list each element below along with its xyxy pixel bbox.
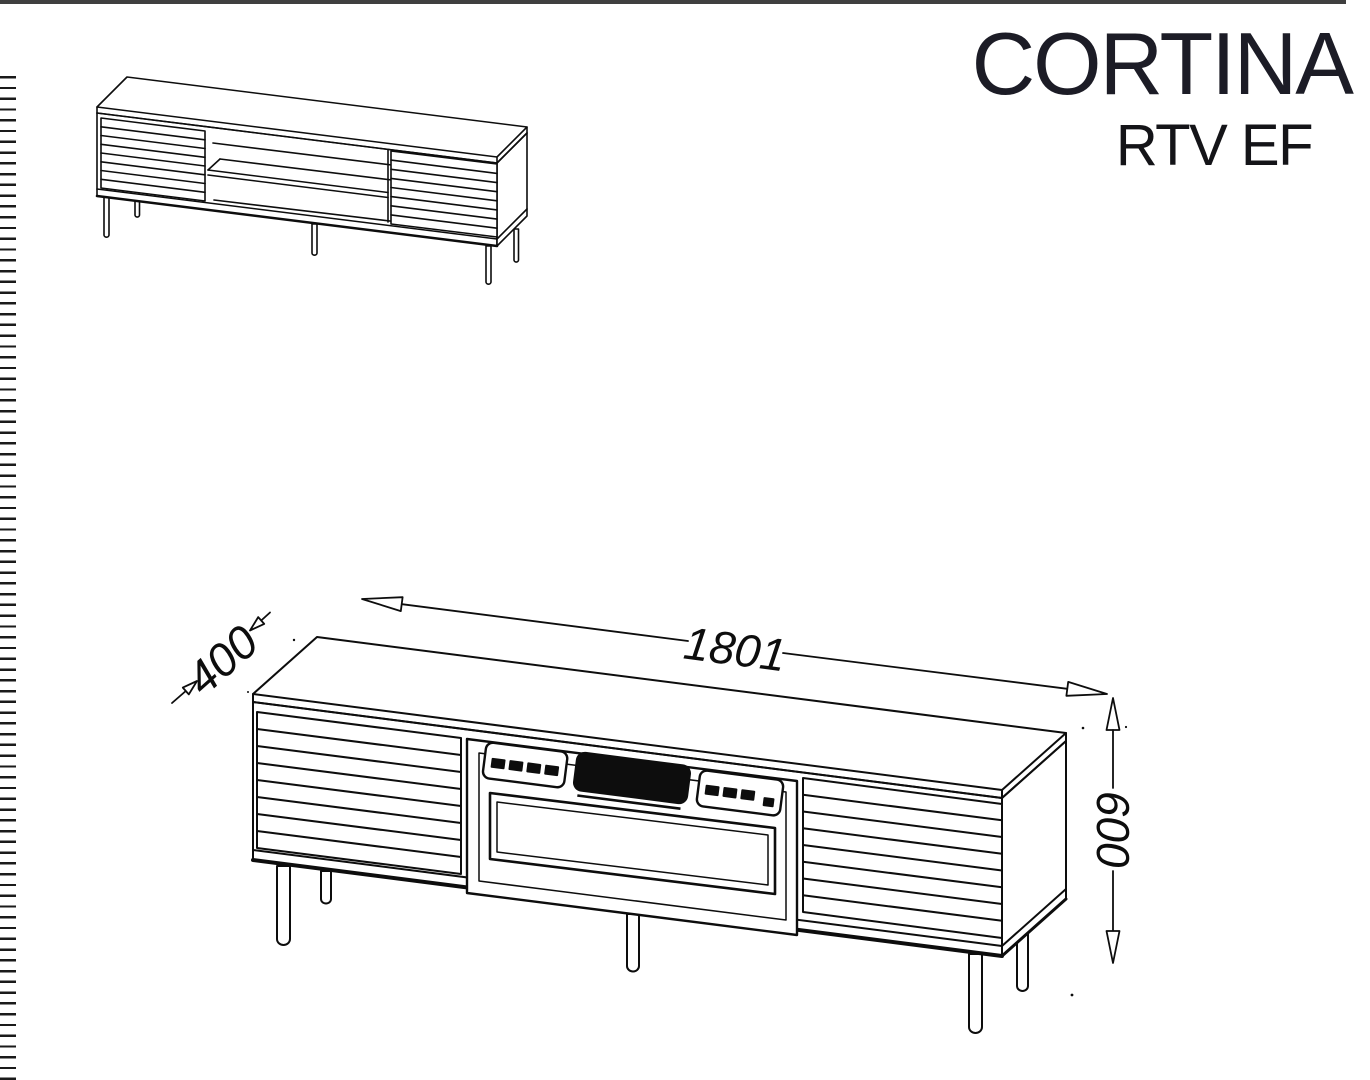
small-top-panel xyxy=(96,76,528,164)
print-artifact-dots xyxy=(247,638,1128,997)
back-right-leg xyxy=(1016,927,1029,992)
small-leg xyxy=(103,195,110,238)
small-left-door xyxy=(100,117,206,202)
large-right-door xyxy=(802,777,1003,939)
product-variant: RTV EF xyxy=(1115,113,1314,179)
small-isometric-drawing xyxy=(95,76,528,285)
fireplace-insert xyxy=(465,737,799,937)
small-leg xyxy=(311,223,318,256)
control-button xyxy=(490,757,506,770)
title-block: CORTINA RTV EF xyxy=(971,14,1354,179)
large-dimensioned-drawing: 1801 400 600 xyxy=(171,596,1139,1034)
back-left-leg xyxy=(320,870,332,905)
product-title: CORTINA xyxy=(971,14,1354,113)
control-button xyxy=(704,784,720,797)
arrowhead-left-icon xyxy=(361,596,404,612)
large-legs xyxy=(276,865,1029,1034)
small-leg xyxy=(134,197,141,218)
control-button xyxy=(740,789,756,801)
left-ruler-ticks xyxy=(0,76,16,1080)
fireplace-right-control-panel xyxy=(695,769,785,817)
dimension-height-label: 600 xyxy=(1087,791,1139,868)
control-button xyxy=(526,762,542,774)
large-left-door xyxy=(256,711,462,875)
small-leg xyxy=(513,228,520,263)
control-button xyxy=(762,797,775,808)
arrowhead-down-icon xyxy=(1105,930,1121,964)
control-button xyxy=(722,786,738,799)
fireplace-left-control-panel xyxy=(481,741,569,789)
control-button xyxy=(544,764,560,777)
large-top-panel xyxy=(252,636,1067,799)
front-left-leg xyxy=(276,865,291,946)
dimension-width: 1801 xyxy=(361,596,1108,697)
small-open-shelf-compartment xyxy=(207,142,401,223)
control-button xyxy=(508,760,524,772)
middle-leg xyxy=(626,913,640,973)
front-right-leg xyxy=(968,953,983,1034)
small-legs xyxy=(103,195,520,285)
arrowhead-down-left-icon xyxy=(249,616,266,632)
top-border-line xyxy=(0,0,1346,4)
small-leg xyxy=(485,245,492,285)
dimension-width-label: 1801 xyxy=(681,617,789,682)
arrowhead-up-right-icon xyxy=(181,680,198,696)
fireplace-display-screen xyxy=(572,751,692,810)
fireplace-viewing-window xyxy=(488,791,777,896)
arrowhead-up-icon xyxy=(1105,697,1121,731)
small-right-door xyxy=(390,150,498,238)
arrowhead-right-icon xyxy=(1065,681,1108,697)
dimension-height: 600 xyxy=(1087,697,1139,964)
